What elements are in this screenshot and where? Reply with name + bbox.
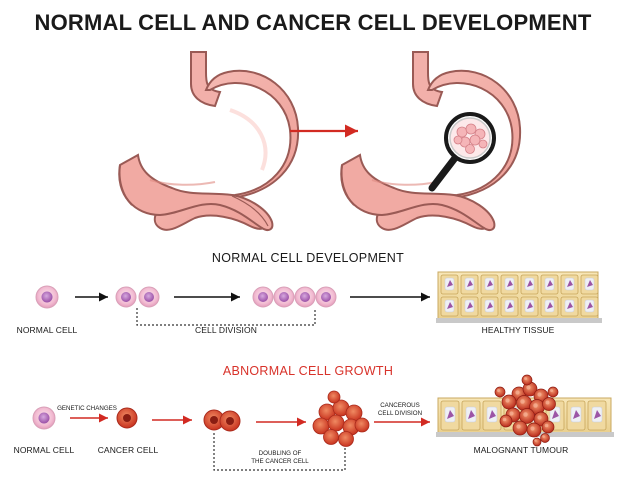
tumour-cell [541, 420, 555, 434]
label-malignant-tumour: MALOGNANT TUMOUR [474, 445, 569, 455]
tissue-cell [460, 296, 479, 317]
label-cancerous-2: CELL DIVISION [378, 410, 422, 417]
normal-cell [35, 285, 59, 309]
tissue-cell [520, 296, 539, 317]
tissue-cell [500, 274, 519, 295]
label-healthy-tissue: HEALTHY TISSUE [482, 325, 555, 335]
dividing-cells-pair [115, 286, 160, 308]
tissue-cell [440, 400, 460, 431]
label-normal-cell-2: NORMAL CELL [14, 445, 75, 455]
tumour-cell [512, 420, 528, 436]
label-cell-division: CELL DIVISION [195, 325, 257, 335]
label-genetic-changes: GENETIC CHANGES [57, 405, 117, 412]
dividing-cells-quad [252, 286, 337, 308]
tumour-cell [499, 414, 513, 428]
tissue-cell [460, 274, 479, 295]
label-doubling-1: DOUBLING OF [259, 450, 302, 457]
tumour-cell [540, 433, 550, 443]
label-cancer-cell: CANCER CELL [98, 445, 159, 455]
label-normal-cell-1: NORMAL CELL [17, 325, 78, 335]
cancer-cell [116, 407, 138, 429]
normal-section-heading: NORMAL CELL DEVELOPMENT [212, 251, 404, 265]
normal-stomach-illustration [118, 51, 300, 231]
tumour-cell [522, 381, 538, 397]
tumour-cell [521, 374, 533, 386]
tumour-cell [501, 394, 517, 410]
tumour-cell [494, 386, 506, 398]
tumour-cell [532, 437, 542, 447]
page-title: NORMAL CELL AND CANCER CELL DEVELOPMENT [34, 10, 591, 35]
malignant-tissue-strip [436, 374, 614, 447]
tissue-cell [540, 296, 559, 317]
tumour-cell [516, 395, 532, 411]
tissue-cell [440, 296, 459, 317]
tissue-cell [540, 274, 559, 295]
normal-cell-2 [32, 406, 56, 430]
doubled-cancer-cells [203, 409, 241, 432]
abnormal-section-heading: ABNORMAL CELL GROWTH [223, 364, 393, 378]
healthy-tissue-strip [436, 271, 602, 323]
cell-division-bracket [136, 308, 316, 326]
tissue-cell [500, 296, 519, 317]
tissue-cell [482, 400, 502, 431]
label-cancerous-1: CANCEROUS [380, 402, 420, 409]
tissue-cell [480, 274, 499, 295]
tissue-cell [580, 296, 599, 317]
tissue-cell [560, 296, 579, 317]
tumour-cell [526, 422, 542, 438]
tissue-cell [520, 274, 539, 295]
normal-cell-row [35, 285, 430, 326]
tissue-cell [440, 274, 459, 295]
tissue-cell [480, 296, 499, 317]
abnormal-cell-row: GENETIC CHANGES CANCEROUS CELL D [32, 390, 430, 471]
tissue-cell [560, 274, 579, 295]
tissue-cell [566, 400, 586, 431]
tissue-cell [580, 274, 599, 295]
tissue-cell [461, 400, 481, 431]
tissue-cell [587, 400, 607, 431]
tumour-cell [542, 397, 556, 411]
cancer-stomach-illustration [340, 51, 522, 231]
cancer-cluster [312, 390, 370, 447]
magnifier-icon [428, 112, 496, 192]
label-doubling-2: THE CANCER CELL [251, 458, 309, 465]
tumour-cell [547, 386, 559, 398]
